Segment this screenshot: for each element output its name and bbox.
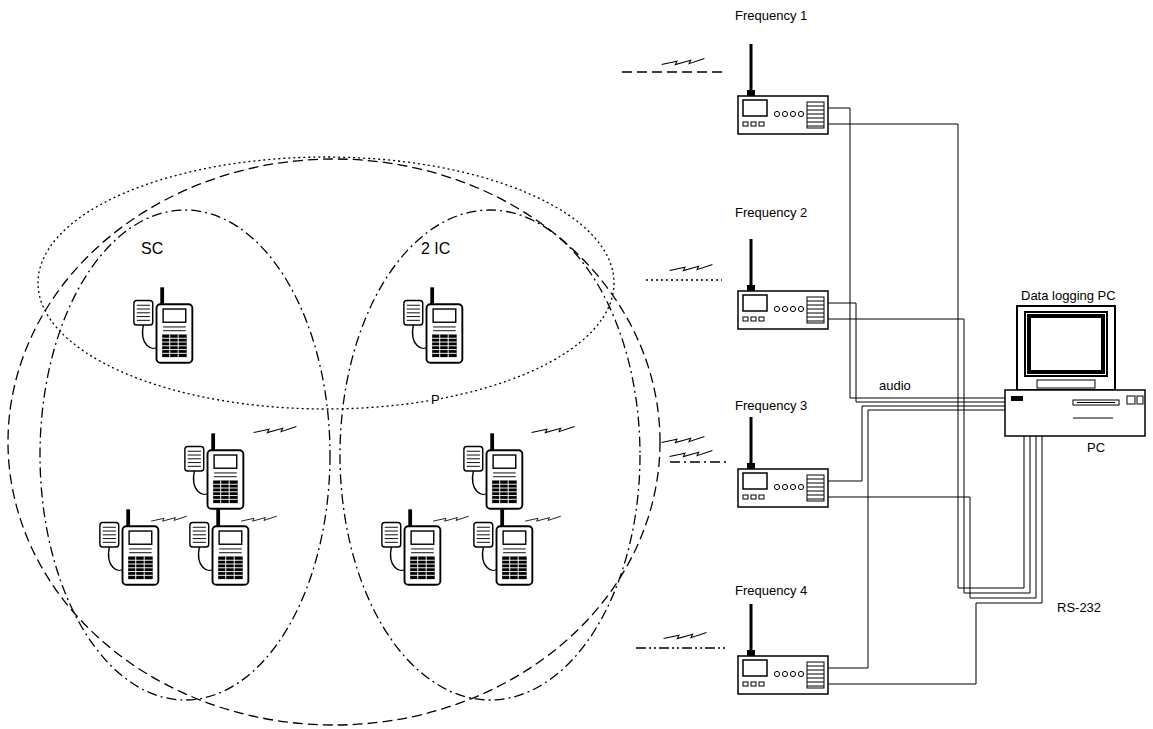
audio-wire: [828, 108, 1005, 398]
audio-wire: [828, 303, 1005, 402]
base-radio: Frequency 4: [735, 583, 835, 697]
label: audio: [878, 378, 912, 393]
serial-wire: [828, 124, 1024, 588]
cable: [828, 303, 1030, 593]
label: SC: [140, 240, 164, 258]
label: 2 IC: [420, 240, 451, 258]
node-title: Frequency 2: [735, 205, 835, 220]
radio-icon: [735, 415, 835, 510]
computer-icon: [1003, 288, 1149, 438]
base-radio: Frequency 3: [735, 398, 835, 510]
base-radio: Frequency 2: [735, 205, 835, 332]
node-title: Data logging PC: [1021, 288, 1116, 303]
radio-icon: [735, 237, 835, 332]
label: P: [430, 392, 441, 407]
serial-wire: [828, 436, 1042, 684]
computer: Data logging PC PC: [1003, 288, 1149, 456]
radio-icon: [735, 602, 835, 697]
cable: [828, 108, 1024, 588]
serial-wire: [828, 319, 1030, 593]
base-radio: Frequency 1: [735, 8, 835, 137]
node-title: Frequency 4: [735, 583, 835, 598]
audio-wire: [828, 406, 1005, 481]
node-caption: PC: [1087, 440, 1105, 455]
cable: [828, 410, 1042, 684]
radio-icon: [735, 42, 835, 137]
node-title: Frequency 3: [735, 398, 835, 413]
audio-wire: [828, 410, 1005, 668]
serial-wire: [828, 436, 1036, 598]
label: RS-232: [1056, 600, 1102, 615]
node-title: Frequency 1: [735, 8, 835, 23]
